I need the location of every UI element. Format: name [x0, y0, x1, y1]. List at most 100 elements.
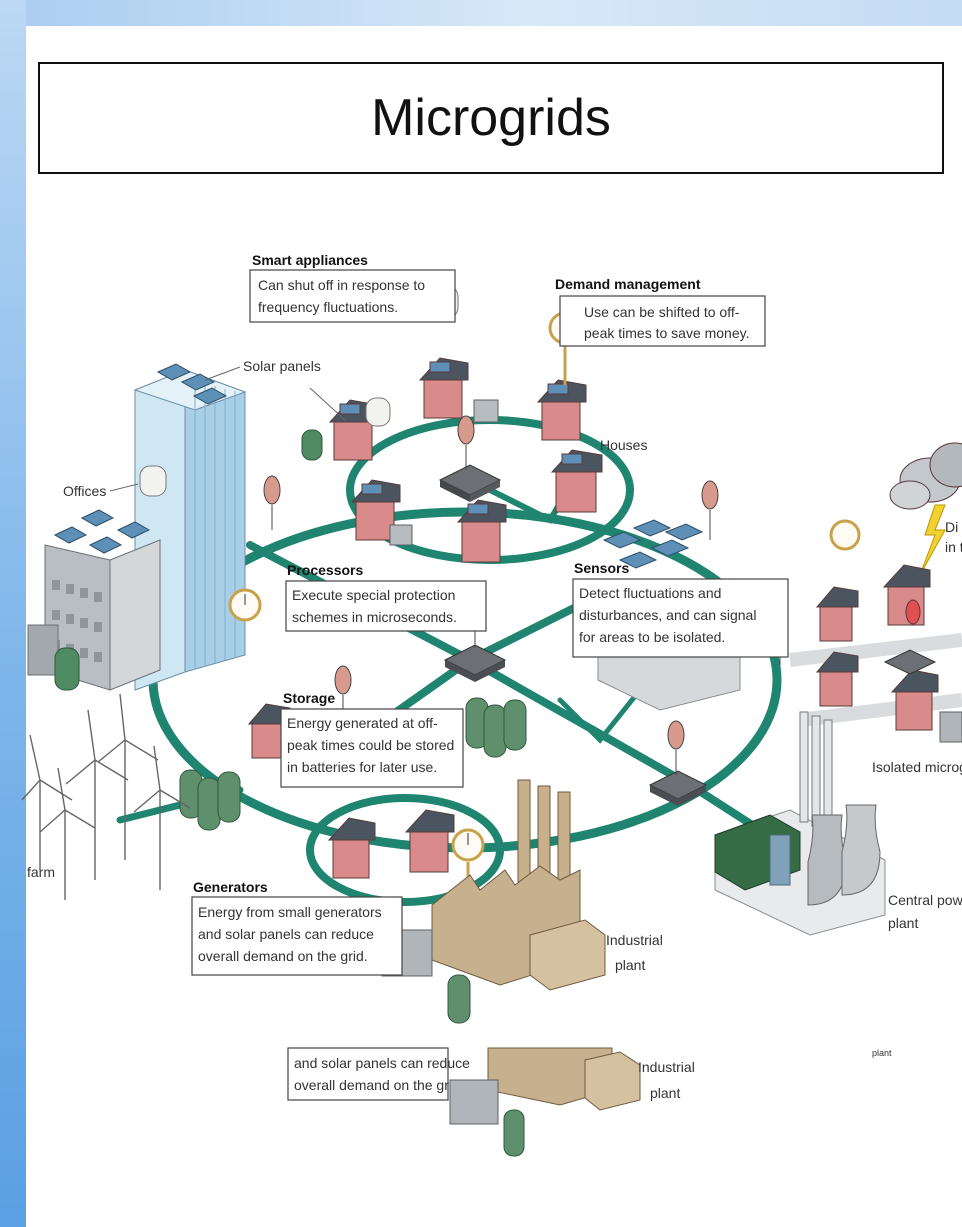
isolated-grid [789, 633, 962, 727]
callout-line: frequency fluctuations. [258, 299, 398, 315]
isolated-microgrid [815, 442, 962, 743]
house-roof [815, 651, 859, 673]
turbine-blade [153, 745, 161, 791]
solar-panel-icon [618, 551, 658, 569]
sensor-pole-1 [263, 475, 281, 530]
tower-stripes [194, 380, 236, 668]
houses-cluster [247, 357, 603, 879]
sensor-pole-2 [457, 415, 475, 470]
callout-box [285, 580, 487, 632]
house-wall [251, 721, 285, 759]
house-roof [890, 669, 939, 693]
solar-panel-icon [180, 373, 216, 391]
small-generators [301, 399, 499, 546]
left-gradient-frame [0, 0, 26, 1227]
turbine-blade [124, 739, 159, 761]
house-roof [327, 817, 376, 841]
plant-annex [529, 919, 606, 991]
house-roof [815, 586, 859, 608]
callout-storage: Storage Energy generated at off- peak ti… [280, 690, 464, 788]
callout-line: and solar panels can reduce [198, 926, 374, 942]
wind-turbine-icon [39, 767, 96, 900]
house-wall [333, 419, 373, 461]
house-wall [895, 689, 933, 731]
wind-farm [21, 693, 191, 900]
smokestack [823, 719, 833, 831]
solar-field-panels [602, 519, 704, 569]
window [80, 618, 88, 628]
isolated-grid-line-1 [789, 633, 962, 667]
callout-line: peak times could be stored [287, 737, 454, 753]
house-wall [541, 399, 581, 441]
callout-line: overall demand on the grid. [198, 948, 368, 964]
callout-box [249, 269, 456, 323]
smart-plug-icon [139, 465, 167, 497]
house-roof [404, 809, 455, 833]
callout-heading: Storage [283, 690, 335, 706]
turbine-blade [87, 709, 96, 761]
cloud-puff [889, 480, 931, 510]
sensor-pole-3 [701, 480, 719, 540]
processor-hub-isolated [883, 649, 937, 675]
turbine-blade [159, 789, 191, 809]
wind-turbine-icon [21, 734, 73, 870]
label-industrial-line2: plant [615, 957, 645, 973]
house-wall [819, 604, 853, 642]
label-offices: Offices [63, 483, 106, 499]
processor-hub-2-front [445, 660, 505, 682]
callout-smart-appliances: Smart appliances Can shut off in respons… [249, 252, 456, 323]
house-solar [547, 383, 569, 395]
generator-box [389, 524, 413, 546]
isolated-house [815, 586, 859, 642]
solar-panel-icon [650, 539, 690, 557]
cooling-tower [841, 804, 881, 896]
callout-line: Energy from small generators [198, 904, 382, 920]
window [94, 652, 102, 662]
label-industrial-line1: Industrial [606, 932, 663, 948]
house-wall [355, 499, 395, 541]
solar-panel-icon [602, 531, 642, 549]
callout-line: Execute special protection [292, 587, 455, 603]
offices-building [27, 509, 161, 691]
processor-hub-1-side [440, 480, 470, 502]
house-solar [429, 361, 451, 373]
leader-solar-panels [204, 366, 241, 381]
window [94, 622, 102, 632]
callout-line: peak times to save money. [584, 325, 749, 341]
leader-smart-appliances [309, 387, 346, 421]
meter-gauge-icon [829, 519, 861, 551]
processor-hub-2 [443, 644, 507, 682]
house-8 [327, 817, 376, 879]
power-plant-pipe [769, 834, 791, 886]
label-houses: Houses [600, 437, 647, 453]
turbine-blade [21, 779, 41, 801]
cloud-puff [929, 442, 962, 488]
strip-plant-annex [584, 1051, 641, 1111]
house-roof [247, 703, 291, 725]
callout-processors: Processors Execute special protection sc… [285, 562, 487, 632]
solar-panel-icon [53, 526, 88, 544]
generator-tank [447, 974, 471, 1024]
turbine-blade [133, 789, 161, 813]
title-box: Microgrids [38, 62, 944, 174]
top-gradient-frame [0, 0, 962, 26]
house-wall [332, 837, 370, 879]
callout-line: schemes in microseconds. [292, 609, 457, 625]
solar-panel-icon [88, 536, 123, 554]
house-6 [456, 499, 507, 563]
callout-line: Can shut off in response to [258, 277, 425, 293]
sensor-pole-2-head [457, 415, 475, 445]
house-3 [536, 379, 587, 441]
storage-tank [217, 771, 241, 823]
house-solar [361, 483, 383, 495]
turbine-blade [39, 809, 66, 833]
callout-line: Use can be shifted to off- [584, 304, 740, 320]
turbine-blade [39, 779, 73, 801]
label-central-line1: Central pow [888, 892, 962, 908]
turbine-blade [65, 759, 96, 785]
strip-generator-box [449, 1079, 499, 1125]
central-power-plant [714, 711, 886, 936]
offices-tank [54, 647, 80, 691]
processor-hub-3-front [650, 785, 706, 806]
window [66, 584, 74, 594]
